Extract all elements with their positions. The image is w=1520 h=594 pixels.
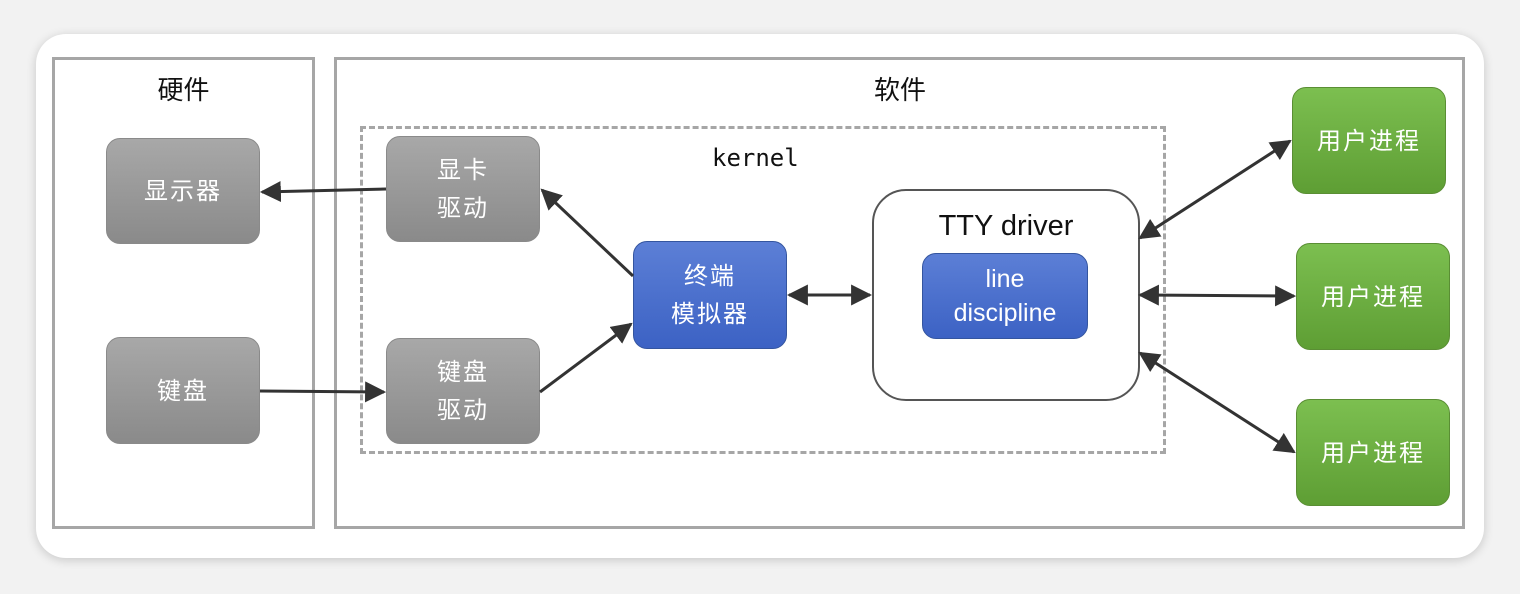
keyboard-driver-label-line2: 驱动 — [437, 396, 489, 424]
arrow-keyboard-to-keyboard-driver — [259, 381, 387, 403]
arrow-gpu-driver-to-display — [259, 181, 387, 203]
software-panel — [334, 57, 1465, 529]
gpu-driver-box: 显卡 驱动 — [386, 136, 540, 242]
terminal-emulator-label-line2: 模拟器 — [671, 300, 749, 328]
line-discipline-label-line1: line — [985, 265, 1025, 293]
display-box: 显示器 — [106, 138, 260, 244]
gpu-driver-label-line2: 驱动 — [437, 194, 489, 222]
arrow-terminal-to-gpu-driver — [540, 188, 635, 278]
user-process-2-label: 用户进程 — [1321, 282, 1425, 311]
hardware-title: 硬件 — [157, 76, 210, 106]
arrow-tty-user-process-3 — [1138, 351, 1296, 454]
user-process-3-label: 用户进程 — [1321, 438, 1425, 467]
arrow-tty-user-process-1 — [1138, 139, 1292, 240]
kernel-title: kernel — [712, 144, 799, 172]
user-process-1: 用户进程 — [1292, 87, 1446, 194]
terminal-emulator-box: 终端 模拟器 — [633, 241, 787, 349]
line-discipline-label-line2: discipline — [953, 299, 1057, 327]
keyboard-box: 键盘 — [106, 337, 260, 444]
user-process-3: 用户进程 — [1296, 399, 1450, 506]
arrow-tty-user-process-2 — [1137, 284, 1297, 307]
arrow-keyboard-driver-to-terminal — [539, 322, 633, 394]
line-discipline-box: line discipline — [922, 253, 1088, 339]
tty-driver-title: TTY driver — [938, 210, 1074, 242]
user-process-1-label: 用户进程 — [1317, 126, 1421, 155]
user-process-2: 用户进程 — [1296, 243, 1450, 350]
keyboard-driver-box: 键盘 驱动 — [386, 338, 540, 444]
keyboard-driver-label-line1: 键盘 — [437, 358, 489, 386]
display-label: 显示器 — [144, 177, 222, 205]
software-title: 软件 — [873, 76, 926, 106]
gpu-driver-label-line1: 显卡 — [437, 156, 489, 184]
terminal-emulator-label-line1: 终端 — [684, 262, 736, 290]
hardware-panel — [52, 57, 315, 529]
keyboard-label: 键盘 — [157, 376, 209, 405]
